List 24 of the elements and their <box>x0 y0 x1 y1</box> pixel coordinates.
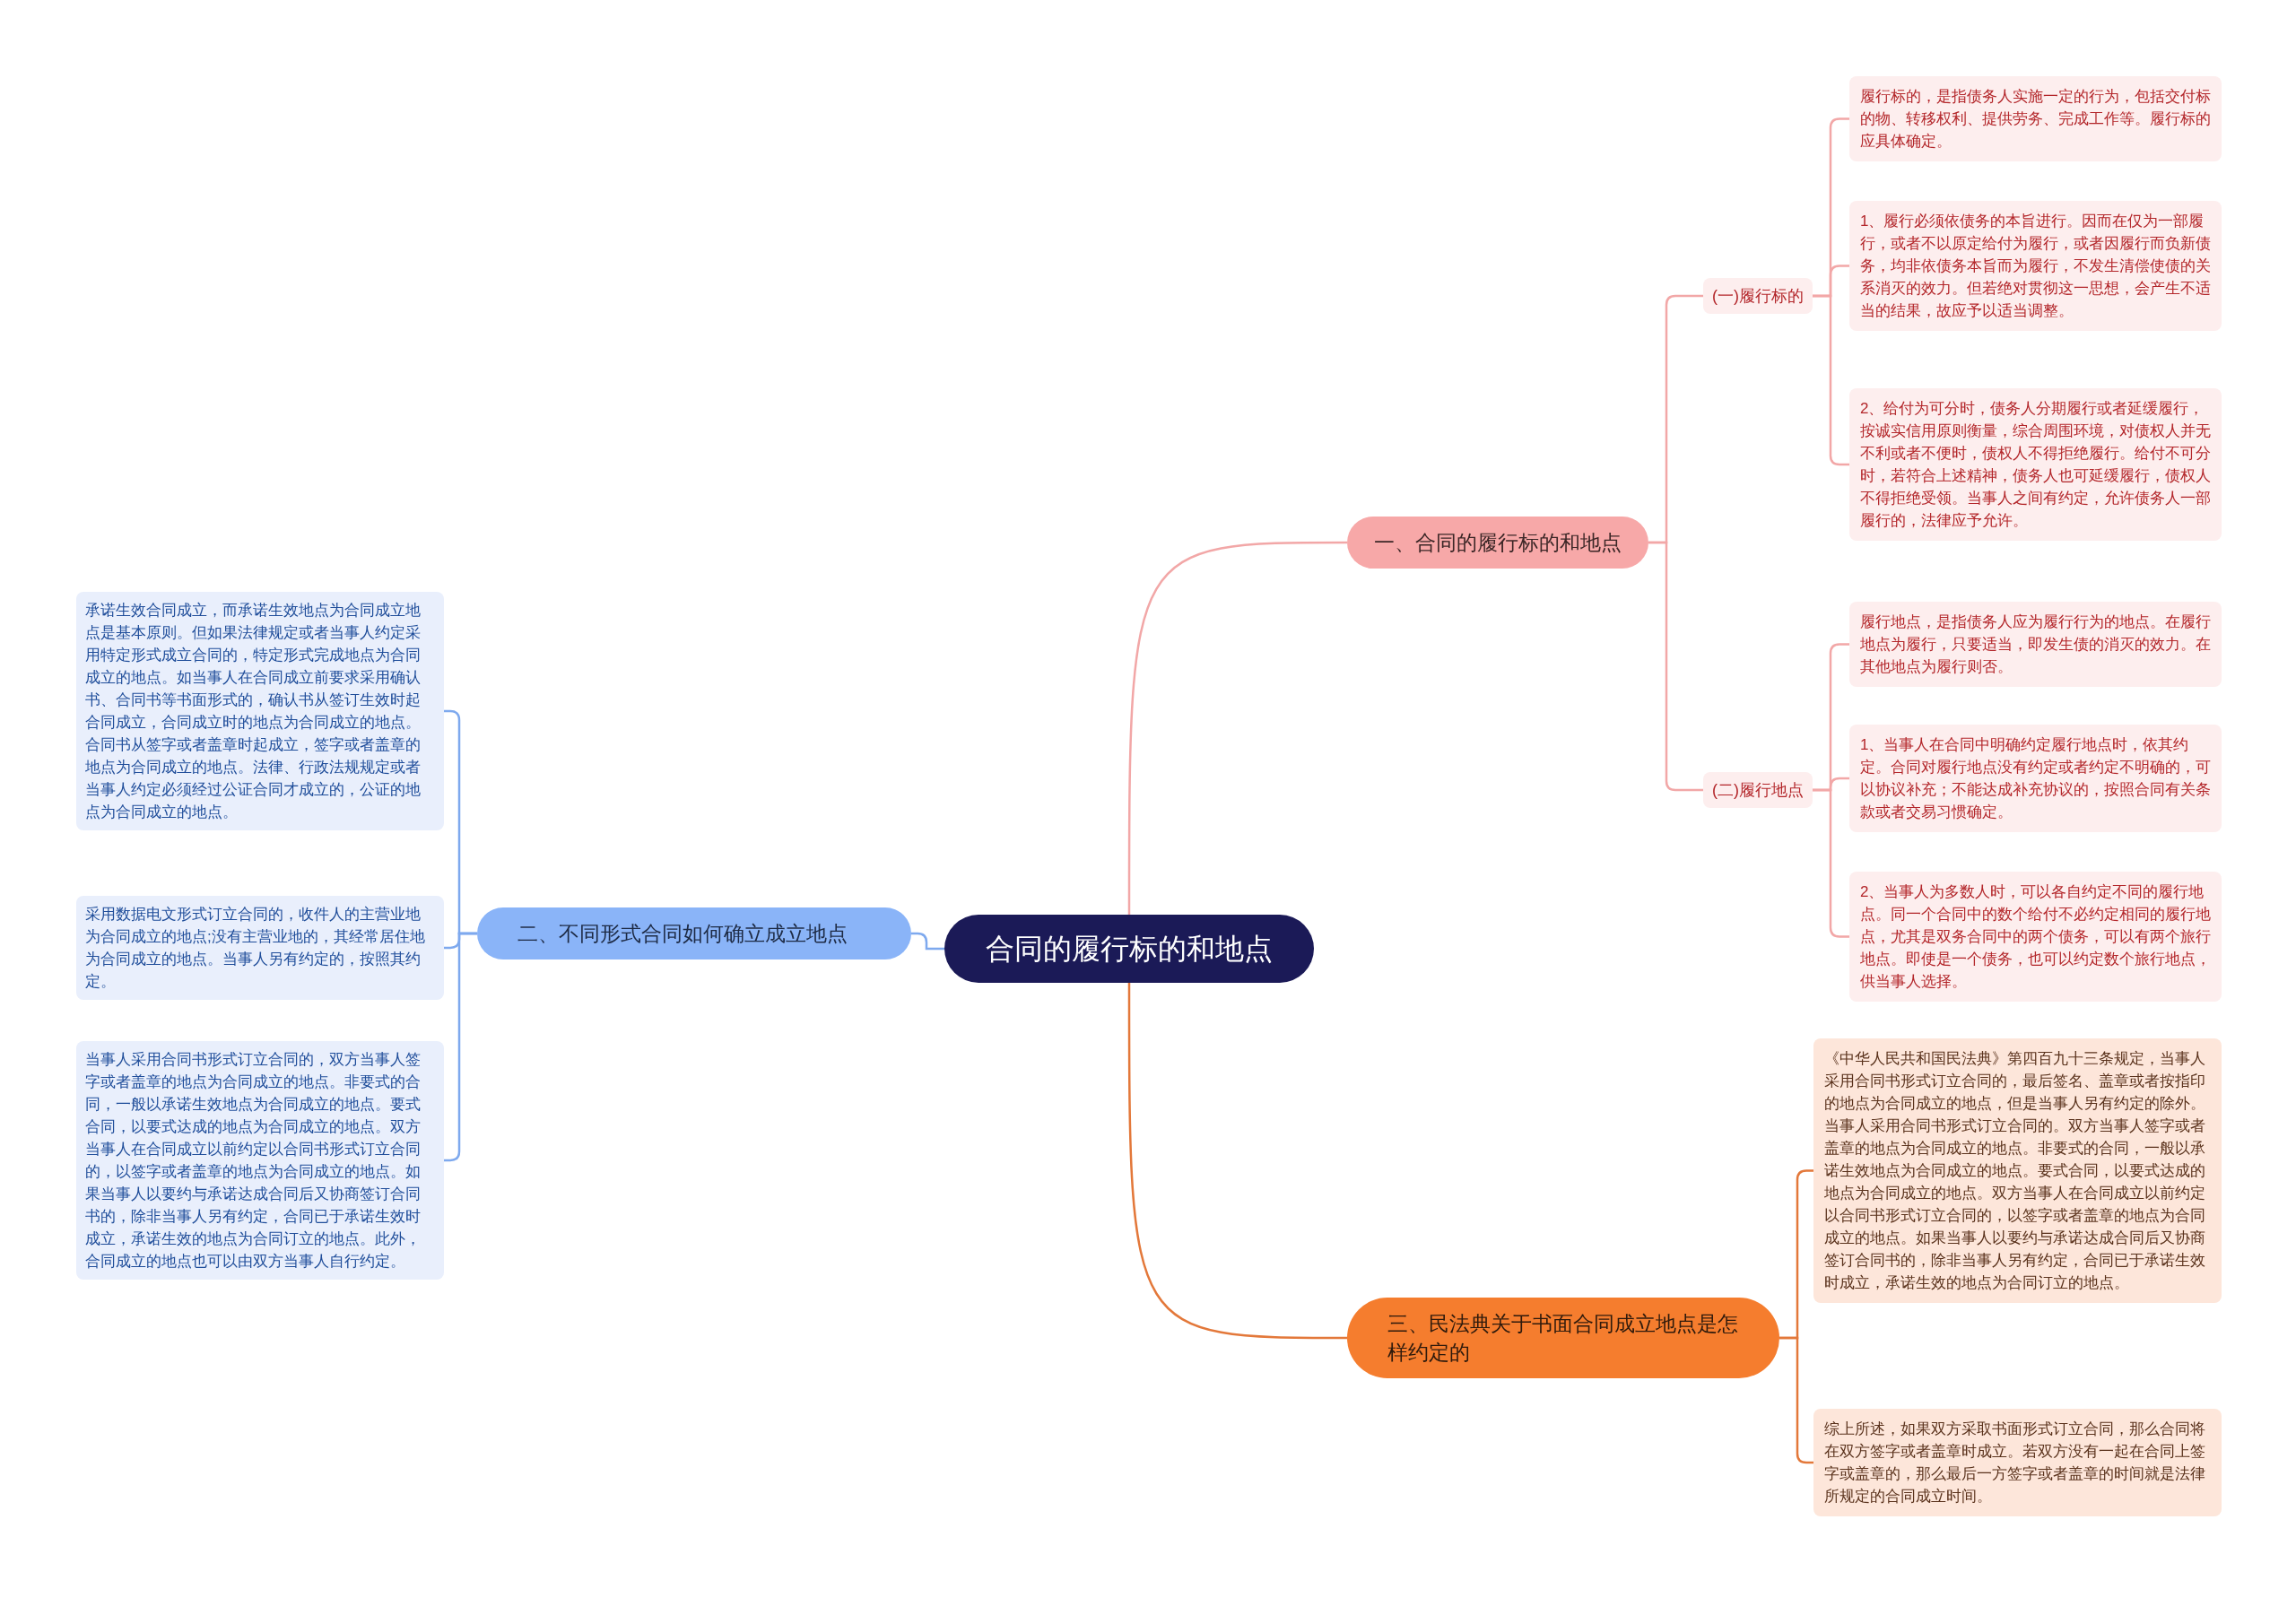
connector-line <box>1779 1336 1813 1464</box>
detail-note: 《中华人民共和国民法典》第四百九十三条规定，当事人采用合同书形式订立合同的，最后签名、盖章或者按指印的地点为合同成立的地点，但是当事人另有约定的除外。当事人采用合同书形式订立合同的。双方当事人签字或者盖章的地点为合同成立的地点。非要式的合同，一般以承诺生效地点为合同成立的地点。要式合同，以要式达成的地点为合同成立的地点。双方当事人在合同成立以前约定以合同书形式订立合同的，以签字或者盖章的地点为合同成立的地点。如果当事人以要约与承诺达成合同后又协商签订合同书的，除非当事人另有约定，合同已于承诺生效时成立，承诺生效的地点为合同订立的地点。 <box>1813 1038 2222 1303</box>
branch-topic: 一、合同的履行标的和地点 <box>1347 517 1648 569</box>
central-topic: 合同的履行标的和地点 <box>944 915 1314 983</box>
connector-line <box>1648 541 1703 792</box>
detail-note: 1、履行必须依债务的本旨进行。因而在仅为一部履行，或者不以原定给付为履行，或者因履行而负新债务，均非依债务本旨而为履行，不发生清偿使债的关系消灭的效力。但若绝对贯彻这一思想，会产生不适当的结果，故应予以适当调整。 <box>1849 201 2222 331</box>
detail-note: 2、给付为可分时，债务人分期履行或者延缓履行，按诚实信用原则衡量，综合周围环境，对债权人并无不利或者不便时，债权人不得拒绝履行。给付不可分时，若符合上述精神，债务人也可延缓履行，债权人不得拒绝受领。当事人之间有约定，允许债务人一部履行的，法律应予允许。 <box>1849 388 2222 541</box>
connector-line <box>1813 294 1849 466</box>
detail-note: 履行地点，是指债务人应为履行行为的地点。在履行地点为履行，只要适当，即发生债的消灭的效力。在其他地点为履行则否。 <box>1849 602 2222 687</box>
connector-line <box>1127 541 1347 915</box>
connector-line <box>911 932 944 951</box>
detail-note: 承诺生效合同成立，而承诺生效地点为合同成立地点是基本原则。但如果法律规定或者当事人约定采用特定形式成立合同的，特定形式完成地点为合同成立的地点。如当事人在合同成立前要求采用确认书、合同书等书面形式的，确认书从签订生效时起合同成立，合同成立时的地点为合同成立的地点。合同书从签字或者盖章时起成立，签字或者盖章的地点为合同成立的地点。法律、行政法规规定或者当事人约定必须经过公证合同才成立的，公证的地点为合同成立的地点。 <box>76 592 444 830</box>
detail-note: 采用数据电文形式订立合同的，收件人的主营业地为合同成立的地点;没有主营业地的，其经常居住地为合同成立的地点。当事人另有约定的，按照其约定。 <box>76 896 444 1000</box>
detail-note: 2、当事人为多数人时，可以各自约定不同的履行地点。同一个合同中的数个给付不必约定相同的履行地点，尤其是双务合同中的两个债务，可以有两个旅行地点。即使是一个债务，也可以约定数个旅行地点，供当事人选择。 <box>1849 872 2222 1002</box>
detail-note: 履行标的，是指债务人实施一定的行为，包括交付标的物、转移权利、提供劳务、完成工作等。履行标的应具体确定。 <box>1849 76 2222 161</box>
subtopic: (一)履行标的 <box>1703 278 1813 314</box>
detail-note: 当事人采用合同书形式订立合同的，双方当事人签字或者盖章的地点为合同成立的地点。非要式的合同，一般以承诺生效地点为合同成立的地点。要式合同，以要式达成的地点为合同成立的地点。双方当事人在合同成立以前约定以合同书形式订立合同的，以签字或者盖章的地点为合同成立的地点。如果当事人以要约与承诺达成合同后又协商签订合同书的，除非当事人另有约定，合同已于承诺生效时成立，承诺生效的地点为合同订立的地点。此外，合同成立的地点也可以由双方当事人自行约定。 <box>76 1041 444 1280</box>
connector-line <box>1813 788 1849 938</box>
detail-note: 综上所述，如果双方采取书面形式订立合同，那么合同将在双方签字或者盖章时成立。若双方没有一起在合同上签字或盖章的，那么最后一方签字或者盖章的时间就是法律所规定的合同成立时间。 <box>1813 1409 2222 1516</box>
connector-line <box>1127 983 1347 1340</box>
branch-topic: 二、不同形式合同如何确立成立地点 <box>477 907 911 959</box>
detail-note: 1、当事人在合同中明确约定履行地点时，依其约定。合同对履行地点没有约定或者约定不明确的，可以协议补充；不能达成补充协议的，按照合同有关条款或者交易习惯确定。 <box>1849 725 2222 832</box>
subtopic: (二)履行地点 <box>1703 772 1813 808</box>
branch-topic: 三、民法典关于书面合同成立地点是怎样约定的 <box>1347 1298 1779 1378</box>
